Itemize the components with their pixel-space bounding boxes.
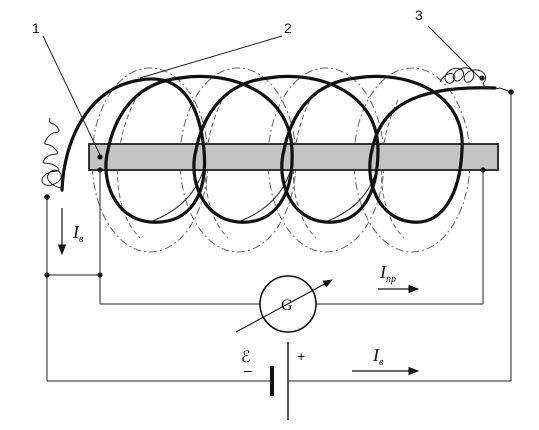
minus-sign: – bbox=[244, 362, 252, 378]
galvanometer-label: G bbox=[281, 297, 293, 314]
circuit-wires bbox=[46, 87, 512, 382]
callout-part-3: 3 bbox=[415, 7, 423, 23]
coil-front bbox=[60, 74, 497, 224]
left-spring bbox=[41, 117, 63, 189]
current-label-conductor: Iпр bbox=[379, 262, 396, 285]
emf-symbol: ℰ bbox=[241, 349, 251, 366]
battery bbox=[270, 342, 289, 420]
leader-part-2 bbox=[139, 35, 283, 79]
callout-part-1: 1 bbox=[32, 20, 40, 36]
leader-part-3 bbox=[427, 25, 483, 81]
current-label-outer-wire: Iв bbox=[72, 222, 84, 245]
callout-part-2: 2 bbox=[284, 20, 292, 36]
plus-sign: + bbox=[297, 348, 305, 364]
leader-part-1 bbox=[42, 35, 101, 156]
right-spring bbox=[439, 67, 501, 90]
current-label-source: Iв bbox=[372, 345, 384, 368]
galvanometer: G bbox=[235, 275, 333, 333]
